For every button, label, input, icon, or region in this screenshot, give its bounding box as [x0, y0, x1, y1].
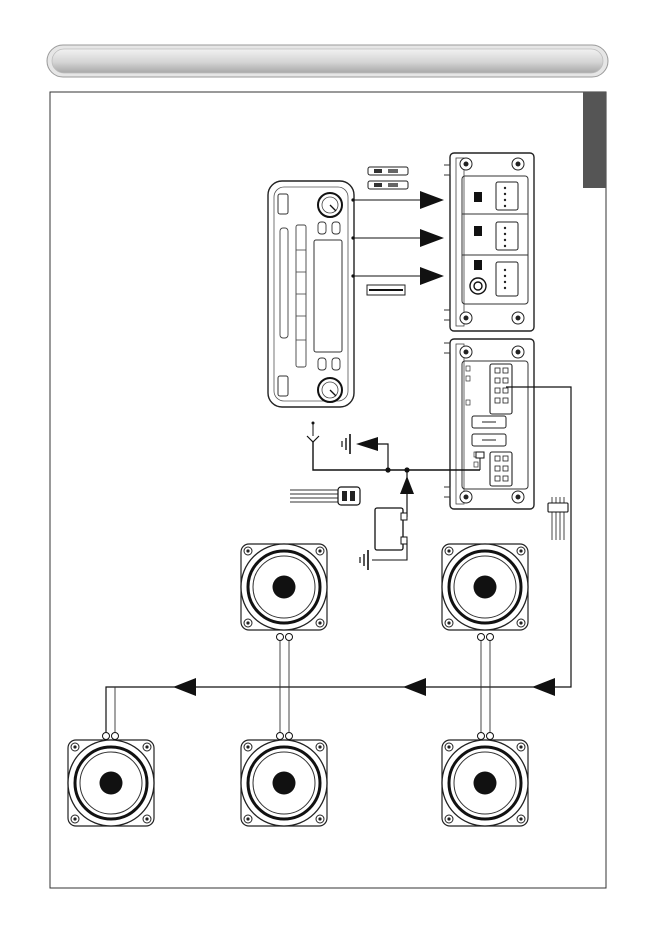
relay-box-icon	[372, 508, 407, 560]
amplifier-module-icon	[444, 339, 534, 509]
header-bar	[47, 45, 608, 77]
speaker-bottom-right	[442, 733, 528, 827]
wire-harness-icon	[548, 497, 568, 540]
signal-lines-top	[351, 191, 444, 285]
speaker-bottom-center	[241, 733, 327, 827]
power-plug-icon	[290, 487, 360, 505]
rca-input-module-icon	[444, 153, 534, 331]
side-tab	[583, 92, 606, 188]
car-radio-faceplate-icon	[268, 181, 354, 407]
speaker-top-center	[241, 544, 327, 732]
cable-bundle-icon	[367, 285, 405, 295]
speaker-bottom-left	[68, 687, 154, 826]
rca-plug-pair-icon	[368, 167, 408, 189]
speaker-top-right	[442, 544, 528, 732]
